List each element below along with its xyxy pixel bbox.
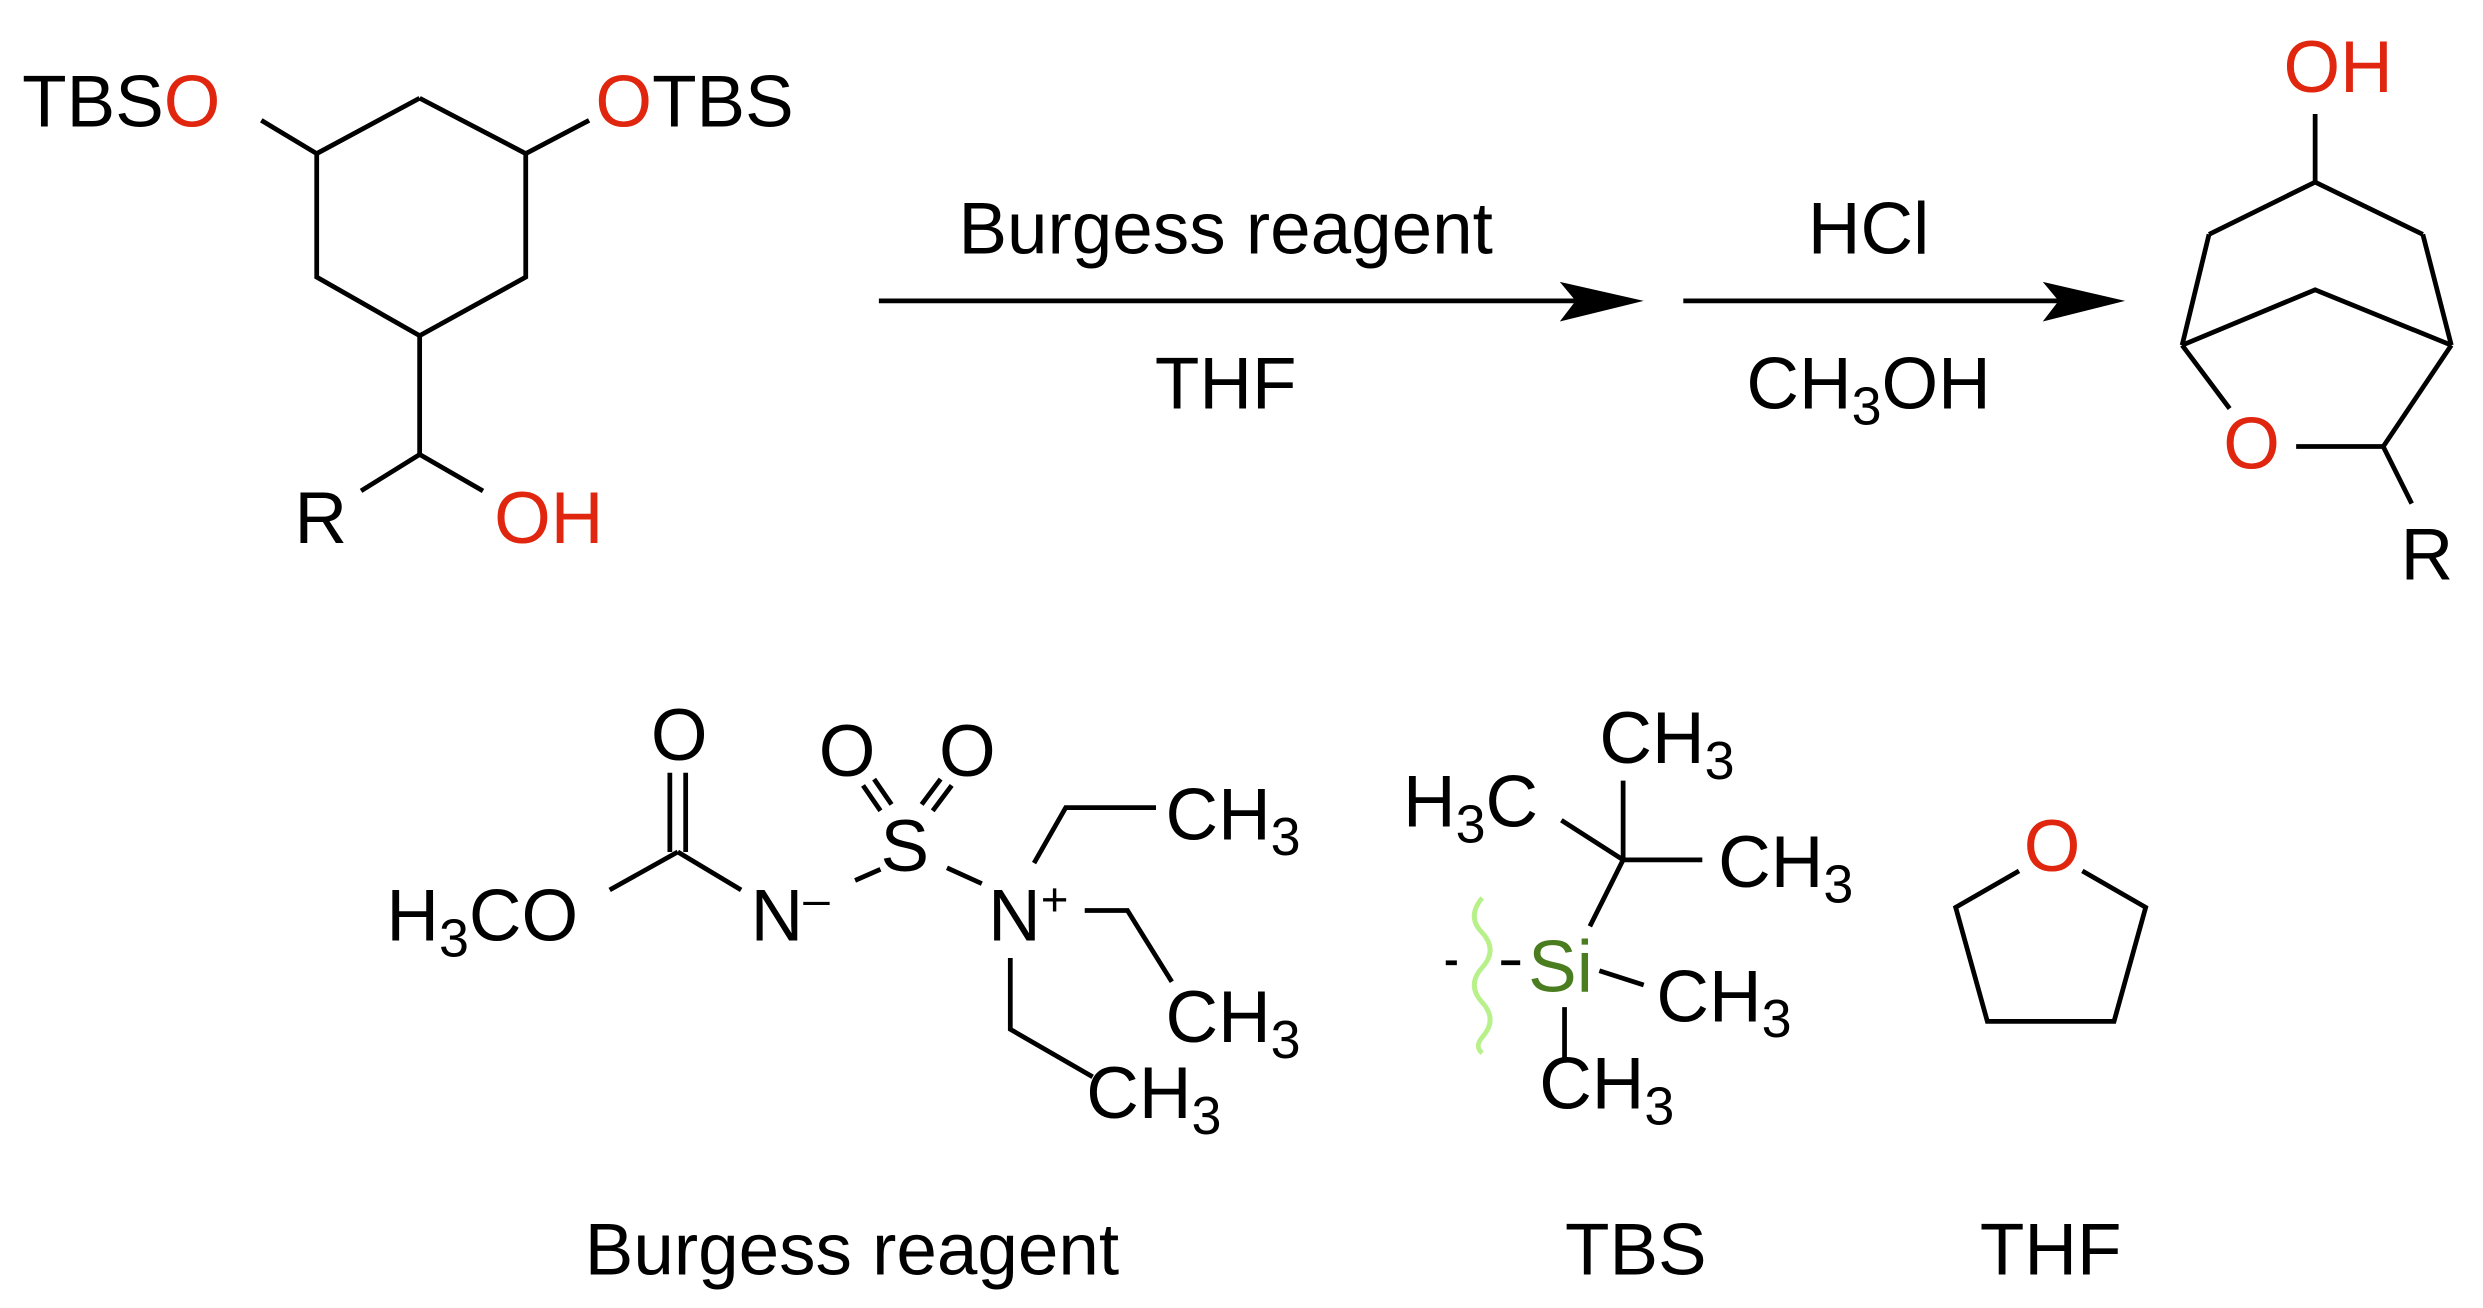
burgess-reagent-structure: H3CO O N– S O O N+ CH3 CH3 CH3 Burgess r… xyxy=(386,695,1300,1291)
amide-nitrogen: N– xyxy=(751,873,831,956)
burgess-reagent-label: Burgess reagent xyxy=(585,1210,1119,1291)
bond xyxy=(260,118,318,156)
step2-reagent: HCl xyxy=(1808,188,1929,269)
product-r-group: R xyxy=(2401,515,2454,596)
cyclohexane-ring xyxy=(314,96,529,339)
methyl-label: H3C xyxy=(1403,762,1538,855)
bond xyxy=(1598,968,1645,988)
tbs-structure: H3C CH3 CH3 CH3 CH3 Si TBS xyxy=(1403,698,1853,1290)
thf-oxygen: O xyxy=(2024,806,2081,887)
ammonium-nitrogen: N+ xyxy=(988,873,1068,956)
methyl-label: CH3 xyxy=(1086,1053,1221,1146)
methyl-label: CH3 xyxy=(1599,698,1734,791)
sulfur: S xyxy=(880,806,929,887)
bond xyxy=(2179,233,2212,346)
bond xyxy=(2207,179,2424,237)
product: OH O R xyxy=(2179,27,2454,596)
hydroxyl-label: OH xyxy=(494,478,603,559)
step1-reagent: Burgess reagent xyxy=(958,188,1492,269)
bond xyxy=(854,867,882,883)
thf-ring xyxy=(1952,868,2149,1024)
methyl-label: CH3 xyxy=(1165,977,1300,1070)
bond xyxy=(524,118,591,156)
otbs-left-label: TBSO xyxy=(22,62,220,143)
bond xyxy=(2381,343,2454,448)
starting-material: TBSO OTBS R OH xyxy=(22,62,794,559)
step1-solvent: THF xyxy=(1155,344,1297,425)
reaction-arrow-1: Burgess reagent THF xyxy=(878,188,1644,425)
tbs-label: TBS xyxy=(1565,1210,1707,1291)
bond xyxy=(1031,805,1156,865)
otbs-right-label: OTBS xyxy=(595,62,793,143)
product-ring-oxygen: O xyxy=(2223,404,2280,485)
sulfonyl-oxygen-right: O xyxy=(939,711,996,792)
methoxy-label: H3CO xyxy=(386,876,578,969)
bond xyxy=(1587,858,1626,928)
product-hydroxyl: OH xyxy=(2283,27,2392,108)
wavy-bond-icon xyxy=(1471,896,1493,1055)
double-bond xyxy=(919,777,943,806)
bond xyxy=(676,849,743,892)
methyl-label: CH3 xyxy=(1656,956,1791,1049)
sulfonyl-oxygen-left: O xyxy=(819,711,876,792)
silicon-label: Si xyxy=(1528,926,1593,1007)
methyl-label: CH3 xyxy=(1165,774,1300,867)
bond xyxy=(2181,287,2453,348)
bond xyxy=(1084,908,1174,984)
carbonyl-oxygen: O xyxy=(651,695,708,776)
double-bond xyxy=(930,784,954,813)
r-group-label: R xyxy=(295,478,348,559)
methyl-label: CH3 xyxy=(1539,1043,1674,1136)
bond xyxy=(2180,343,2232,410)
reaction-arrow-2: HCl CH3OH xyxy=(1683,188,2126,437)
step2-solvent: CH3OH xyxy=(1746,344,1990,437)
thf-label: THF xyxy=(1980,1210,2122,1291)
methyl-label: CH3 xyxy=(1718,822,1853,915)
bond xyxy=(1007,958,1094,1079)
bond xyxy=(2381,445,2414,505)
arrowhead-icon xyxy=(1559,281,1644,322)
bond xyxy=(359,452,421,493)
double-bond xyxy=(861,784,883,813)
double-bond xyxy=(872,777,894,806)
arrowhead-icon xyxy=(2042,281,2126,322)
bond xyxy=(1560,818,1625,862)
thf-structure: O THF xyxy=(1952,806,2149,1291)
bond xyxy=(2420,233,2454,346)
bond xyxy=(945,865,983,886)
bond xyxy=(608,849,679,893)
bond xyxy=(418,452,485,493)
